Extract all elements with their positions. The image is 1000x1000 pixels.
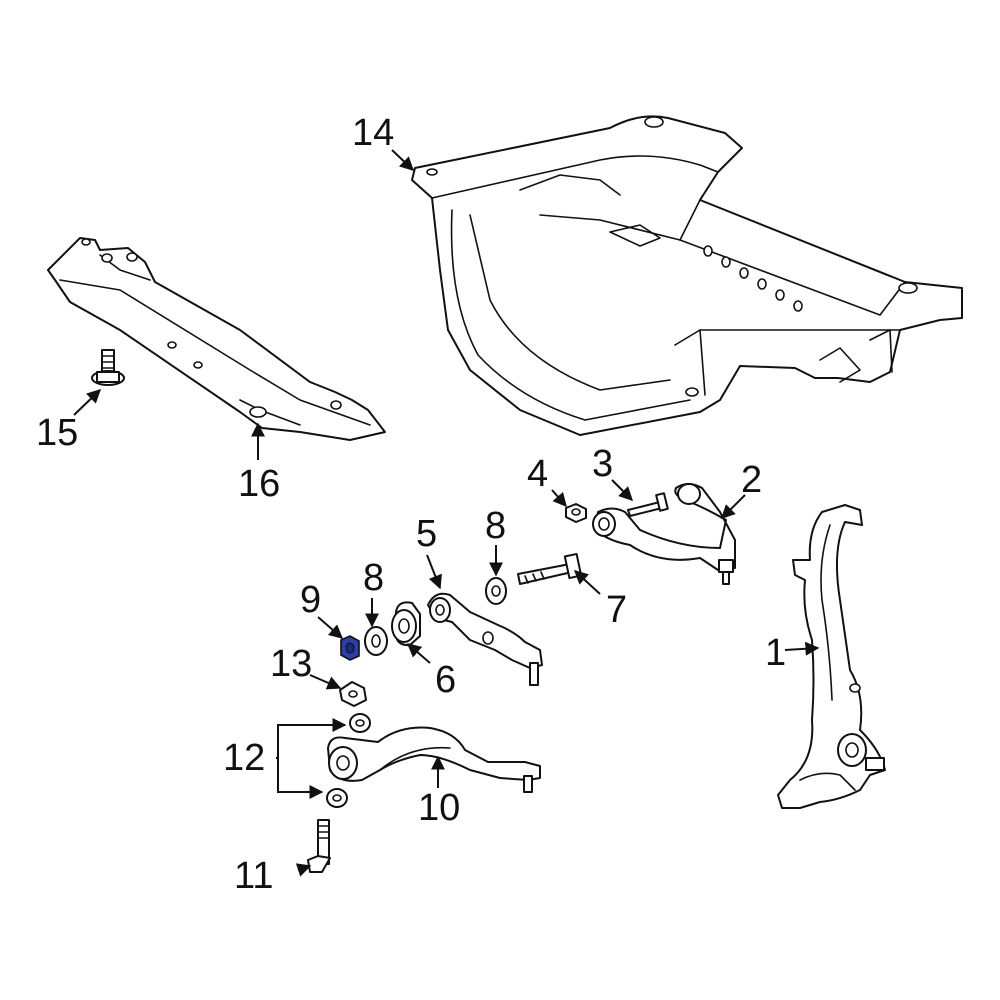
callout-1: 1 — [765, 632, 786, 674]
callout-11: 11 — [234, 855, 273, 897]
callout-4: 4 — [527, 453, 548, 495]
nut-4[interactable] — [565, 503, 587, 523]
callout-10: 10 — [418, 787, 460, 829]
bolt-11[interactable] — [307, 819, 331, 873]
callout-13: 13 — [270, 643, 312, 685]
bolt-3[interactable] — [627, 492, 669, 517]
callout-3: 3 — [592, 443, 613, 485]
lower-control-arm-10[interactable] — [327, 726, 541, 793]
callout-2: 2 — [741, 459, 762, 501]
nut-13[interactable] — [339, 681, 367, 707]
callout-5: 5 — [416, 513, 437, 555]
front-crossmember[interactable] — [411, 115, 963, 436]
callout-8-lower: 8 — [363, 557, 384, 599]
lower-control-arm-5[interactable] — [427, 592, 543, 686]
washer-8-upper[interactable] — [485, 577, 507, 605]
bolt-15[interactable] — [91, 349, 125, 386]
washer-8-lower[interactable] — [364, 626, 388, 656]
callout-labels: 1 2 3 4 5 6 7 8 8 9 10 11 12 13 14 15 16 — [36, 112, 786, 897]
callout-14: 14 — [352, 112, 394, 154]
callout-12: 12 — [223, 737, 265, 779]
leader-lines — [73, 149, 820, 877]
callout-9: 9 — [300, 579, 321, 621]
callout-6: 6 — [435, 659, 456, 701]
nut-9-highlighted[interactable] — [340, 635, 360, 661]
callout-8-upper: 8 — [485, 505, 506, 547]
crossmember-brace[interactable] — [47, 237, 386, 441]
steering-knuckle[interactable] — [777, 504, 886, 809]
callout-7: 7 — [606, 589, 627, 631]
bushing-6[interactable] — [391, 601, 421, 647]
washer-12-upper[interactable] — [349, 713, 371, 733]
washer-12-lower[interactable] — [326, 788, 348, 808]
upper-control-arm[interactable] — [592, 483, 736, 585]
callout-16: 16 — [238, 463, 280, 505]
bolt-7[interactable] — [517, 552, 583, 585]
callout-15: 15 — [36, 412, 78, 454]
